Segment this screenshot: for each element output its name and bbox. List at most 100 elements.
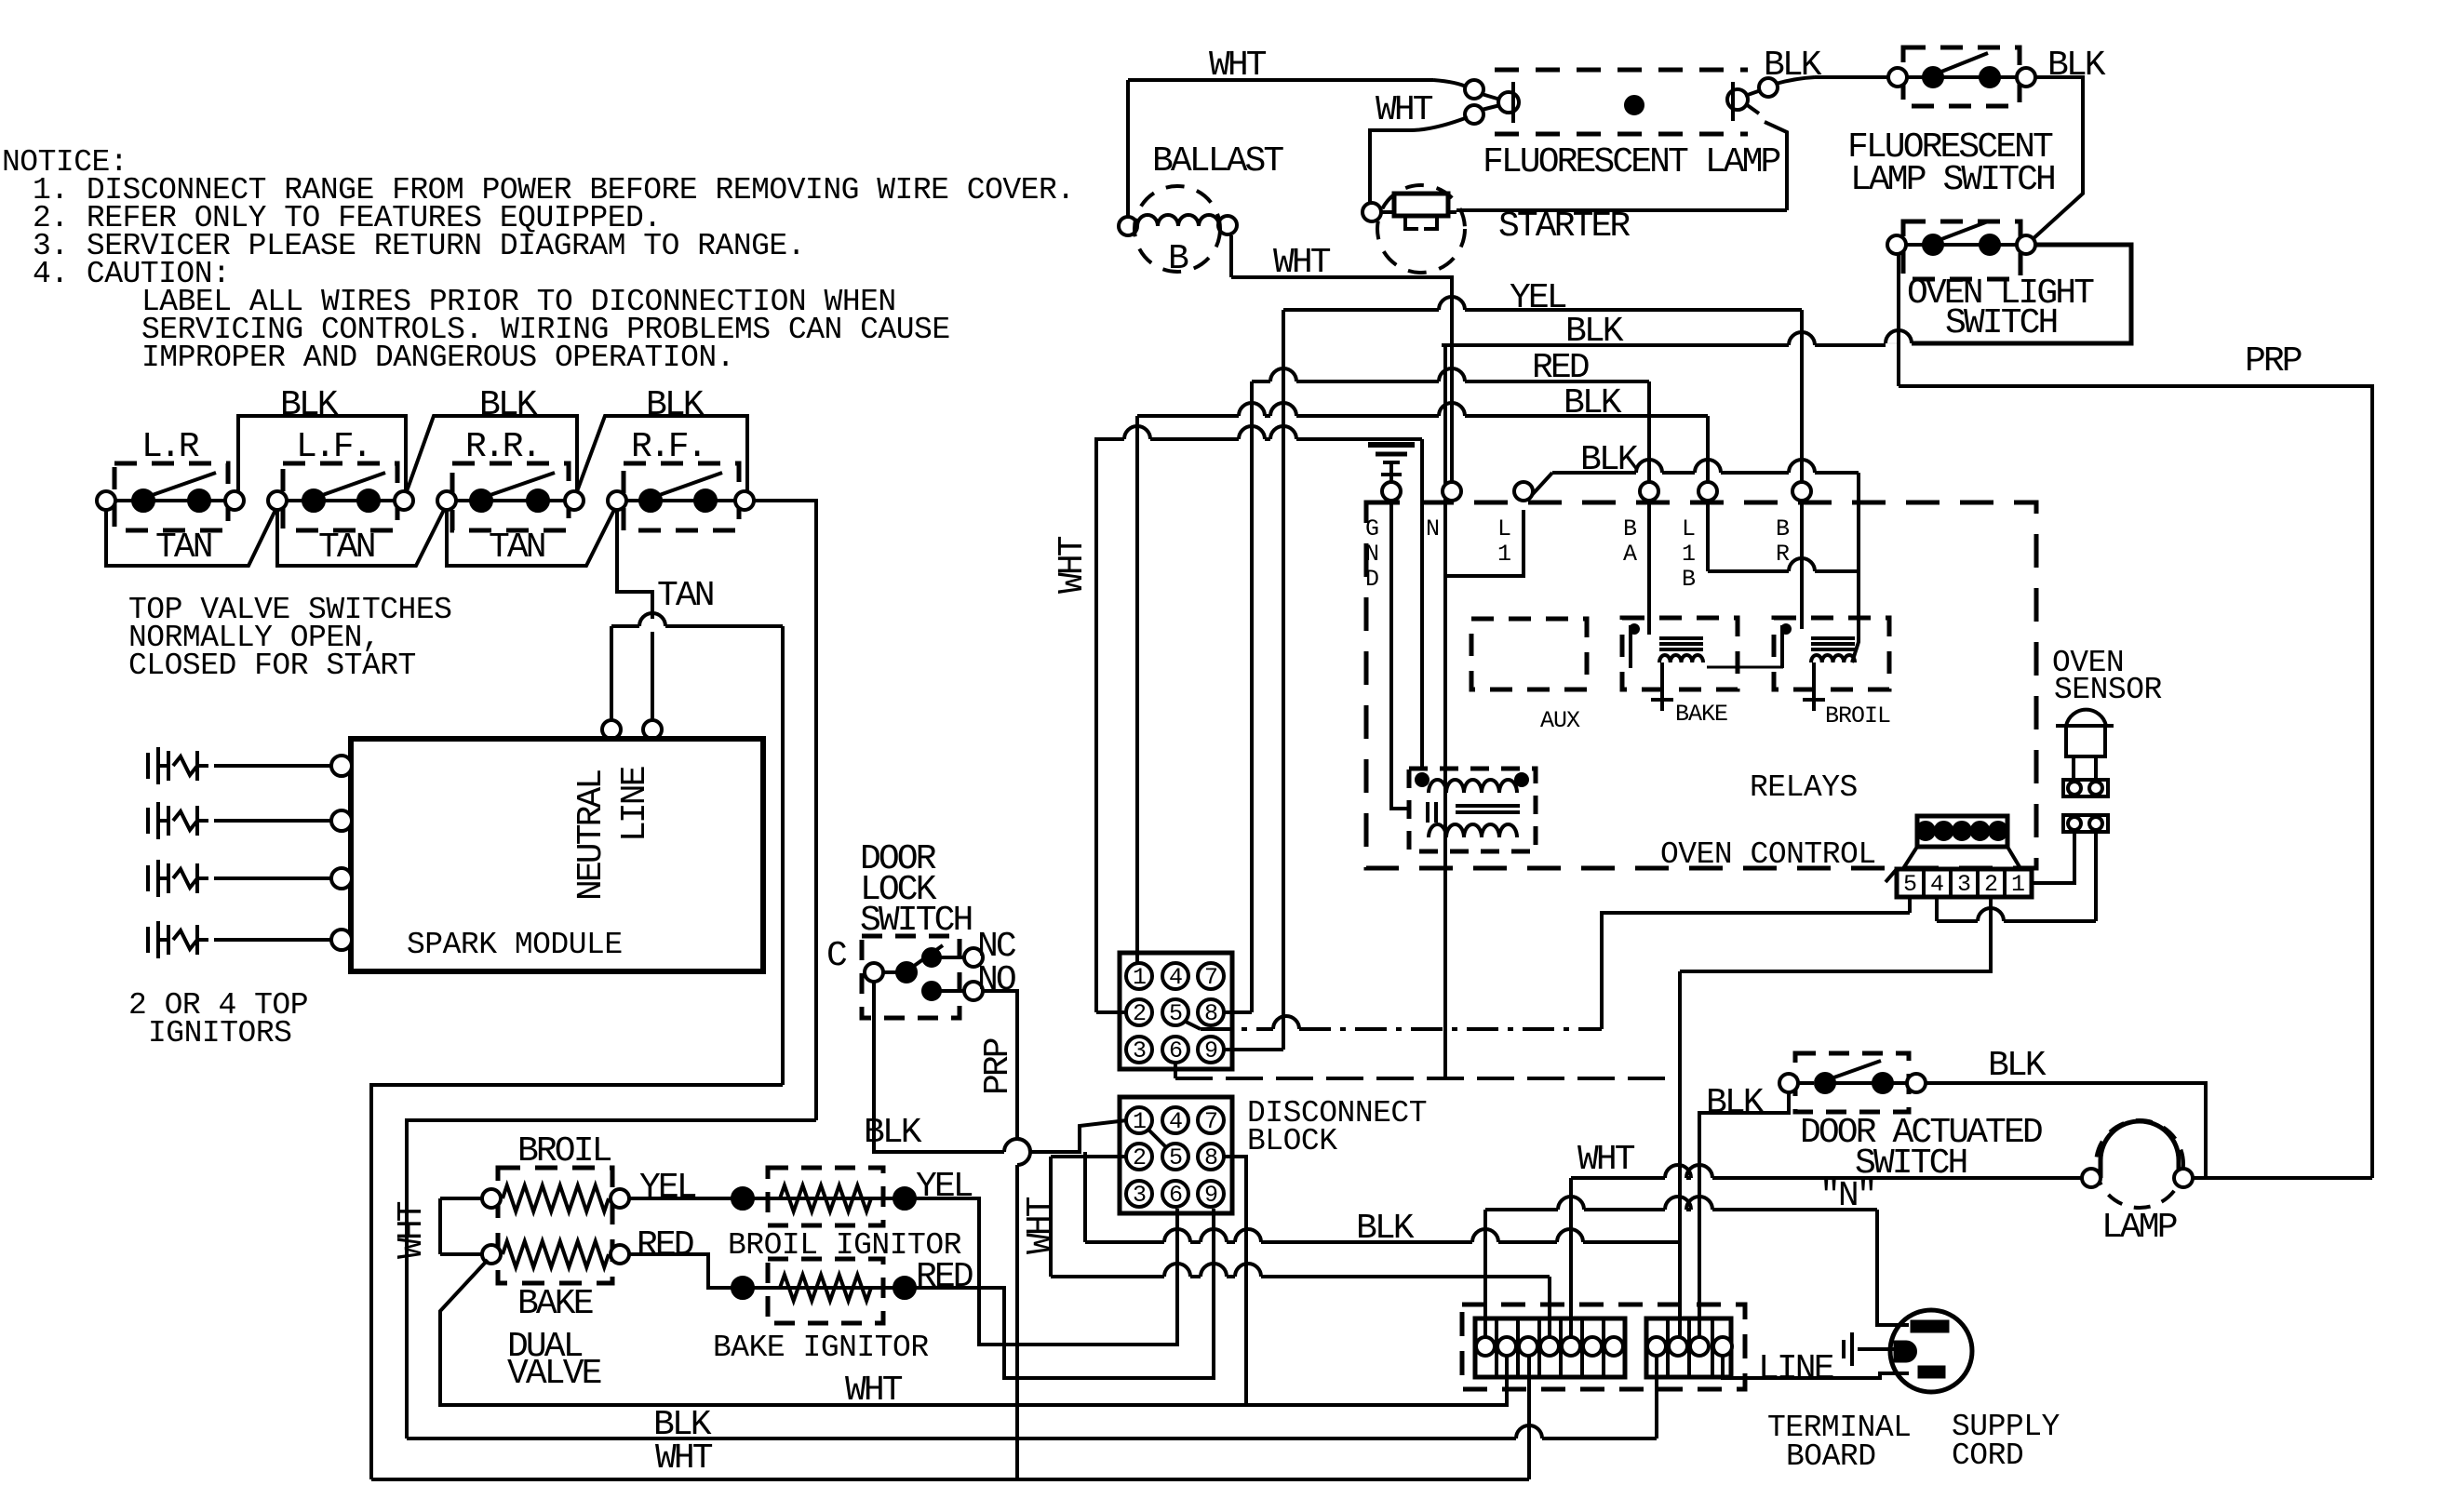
- svg-text:PRP: PRP: [978, 1038, 1018, 1095]
- svg-text:5: 5: [1903, 871, 1916, 898]
- svg-text:6: 6: [1169, 1037, 1182, 1064]
- svg-text:FLUORESCENT: FLUORESCENT: [1847, 127, 2053, 167]
- svg-text:BLK: BLK: [1356, 1209, 1415, 1249]
- svg-text:LABEL ALL WIRES PRIOR TO DICON: LABEL ALL WIRES PRIOR TO DICONNECTION WH…: [141, 285, 896, 319]
- svg-text:WHT: WHT: [392, 1201, 432, 1259]
- svg-text:DISCONNECT: DISCONNECT: [1247, 1096, 1427, 1131]
- svg-text:L.F.: L.F.: [296, 427, 370, 467]
- svg-text:4: 4: [1169, 964, 1182, 991]
- svg-text:R.F.: R.F.: [631, 427, 705, 467]
- svg-text:R: R: [1776, 541, 1790, 568]
- svg-text:WHT: WHT: [1376, 90, 1433, 130]
- svg-text:WHT: WHT: [845, 1371, 903, 1411]
- svg-text:YEL: YEL: [1510, 278, 1566, 318]
- svg-text:B: B: [1623, 515, 1637, 542]
- svg-text:9: 9: [1204, 1037, 1217, 1064]
- svg-text:LAMP: LAMP: [2101, 1208, 2177, 1248]
- svg-text:SUPPLY: SUPPLY: [1952, 1410, 2060, 1444]
- svg-text:BALLAST: BALLAST: [1152, 141, 1283, 181]
- svg-text:TAN: TAN: [155, 528, 211, 568]
- svg-text:BLK: BLK: [280, 385, 339, 425]
- svg-text:OVEN CONTROL: OVEN CONTROL: [1660, 837, 1876, 872]
- svg-text:BLK: BLK: [1706, 1083, 1765, 1123]
- svg-text:B: B: [1776, 515, 1790, 542]
- svg-text:8: 8: [1204, 1144, 1217, 1171]
- svg-text:3: 3: [1957, 871, 1970, 898]
- svg-text:BLOCK: BLOCK: [1247, 1124, 1337, 1158]
- svg-text:SENSOR: SENSOR: [2054, 673, 2162, 707]
- svg-text:1: 1: [1133, 964, 1146, 991]
- svg-text:DOOR ACTUATED: DOOR ACTUATED: [1800, 1113, 2042, 1153]
- svg-text:TAN: TAN: [318, 528, 374, 568]
- svg-text:B: B: [1168, 239, 1188, 279]
- svg-text:BROIL: BROIL: [517, 1131, 611, 1171]
- svg-text:WHT: WHT: [1021, 1197, 1061, 1254]
- svg-text:L: L: [1682, 515, 1695, 542]
- svg-text:4. CAUTION:: 4. CAUTION:: [33, 257, 230, 291]
- svg-text:5: 5: [1169, 1000, 1182, 1027]
- svg-text:1. DISCONNECT RANGE FROM POWER: 1. DISCONNECT RANGE FROM POWER BEFORE RE…: [33, 173, 1075, 207]
- svg-text:DUAL: DUAL: [507, 1327, 583, 1367]
- svg-text:IMPROPER AND DANGEROUS OPERATI: IMPROPER AND DANGEROUS OPERATION.: [141, 341, 734, 375]
- svg-text:2: 2: [1984, 871, 1997, 898]
- svg-text:7: 7: [1204, 964, 1217, 991]
- svg-text:BLK: BLK: [646, 385, 705, 425]
- svg-text:TERMINAL: TERMINAL: [1767, 1411, 1911, 1445]
- svg-text:D: D: [1365, 566, 1378, 593]
- svg-text:N: N: [1426, 515, 1439, 542]
- svg-text:SERVICING CONTROLS. WIRING PRO: SERVICING CONTROLS. WIRING PROBLEMS CAN …: [141, 313, 950, 347]
- svg-text:5: 5: [1169, 1144, 1182, 1171]
- svg-text:1: 1: [1497, 541, 1510, 568]
- svg-text:L: L: [1497, 515, 1510, 542]
- svg-text:1: 1: [2011, 871, 2024, 898]
- svg-text:NEUTRAL: NEUTRAL: [571, 770, 611, 901]
- svg-text:1: 1: [1682, 541, 1695, 568]
- svg-text:NOTICE:: NOTICE:: [2, 145, 128, 180]
- svg-text:CORD: CORD: [1952, 1438, 2023, 1473]
- svg-text:TOP VALVE SWITCHES: TOP VALVE SWITCHES: [128, 593, 451, 627]
- svg-text:BAKE IGNITOR: BAKE IGNITOR: [713, 1331, 929, 1365]
- svg-text:C: C: [826, 936, 847, 976]
- svg-text:YEL: YEL: [639, 1168, 696, 1208]
- svg-text:NO: NO: [977, 960, 1015, 1000]
- svg-text:TAN: TAN: [657, 576, 713, 616]
- svg-text:3. SERVICER PLEASE RETURN DIAG: 3. SERVICER PLEASE RETURN DIAGRAM TO RAN…: [33, 229, 805, 263]
- svg-text:BROIL: BROIL: [1825, 702, 1890, 729]
- svg-text:N: N: [1365, 541, 1378, 568]
- svg-text:6: 6: [1169, 1182, 1182, 1209]
- svg-text:LAMP SWITCH: LAMP SWITCH: [1850, 160, 2054, 200]
- svg-text:VALVE: VALVE: [507, 1354, 601, 1394]
- svg-text:7: 7: [1204, 1108, 1217, 1135]
- svg-text:9: 9: [1204, 1182, 1217, 1209]
- svg-text:L.R: L.R: [141, 427, 199, 467]
- svg-text:2 OR 4 TOP: 2 OR 4 TOP: [128, 988, 308, 1023]
- svg-text:3: 3: [1133, 1182, 1146, 1209]
- svg-text:RELAYS: RELAYS: [1750, 770, 1858, 805]
- svg-text:R.R.: R.R.: [465, 427, 540, 467]
- svg-text:G: G: [1365, 515, 1378, 542]
- svg-text:2: 2: [1133, 1000, 1146, 1027]
- svg-text:4: 4: [1169, 1108, 1182, 1135]
- svg-text:LINE: LINE: [1758, 1349, 1833, 1389]
- svg-text:BLK: BLK: [1988, 1046, 2047, 1086]
- svg-text:WHT: WHT: [1577, 1140, 1635, 1180]
- svg-text:PRP: PRP: [2245, 341, 2302, 381]
- svg-text:BLK: BLK: [2047, 46, 2106, 86]
- svg-text:1: 1: [1133, 1108, 1146, 1135]
- svg-text:2. REFER ONLY TO FEATURES EQUI: 2. REFER ONLY TO FEATURES EQUIPPED.: [33, 201, 662, 235]
- svg-text:8: 8: [1204, 1000, 1217, 1027]
- svg-text:TAN: TAN: [489, 528, 544, 568]
- svg-text:2: 2: [1133, 1144, 1146, 1171]
- svg-text:YEL: YEL: [916, 1167, 973, 1207]
- svg-text:FLUORESCENT LAMP: FLUORESCENT LAMP: [1483, 142, 1780, 182]
- svg-text:BAKE: BAKE: [517, 1284, 593, 1324]
- svg-text:LOCK: LOCK: [860, 870, 937, 910]
- svg-text:3: 3: [1133, 1037, 1146, 1064]
- svg-text:AUX: AUX: [1540, 707, 1580, 734]
- svg-text:RED: RED: [637, 1225, 693, 1265]
- svg-text:BROIL IGNITOR: BROIL IGNITOR: [728, 1228, 961, 1263]
- svg-text:DOOR: DOOR: [860, 839, 936, 879]
- svg-text:BOARD: BOARD: [1786, 1439, 1876, 1474]
- svg-text:OVEN LIGHT: OVEN LIGHT: [1907, 274, 2094, 314]
- svg-text:NC: NC: [977, 927, 1016, 967]
